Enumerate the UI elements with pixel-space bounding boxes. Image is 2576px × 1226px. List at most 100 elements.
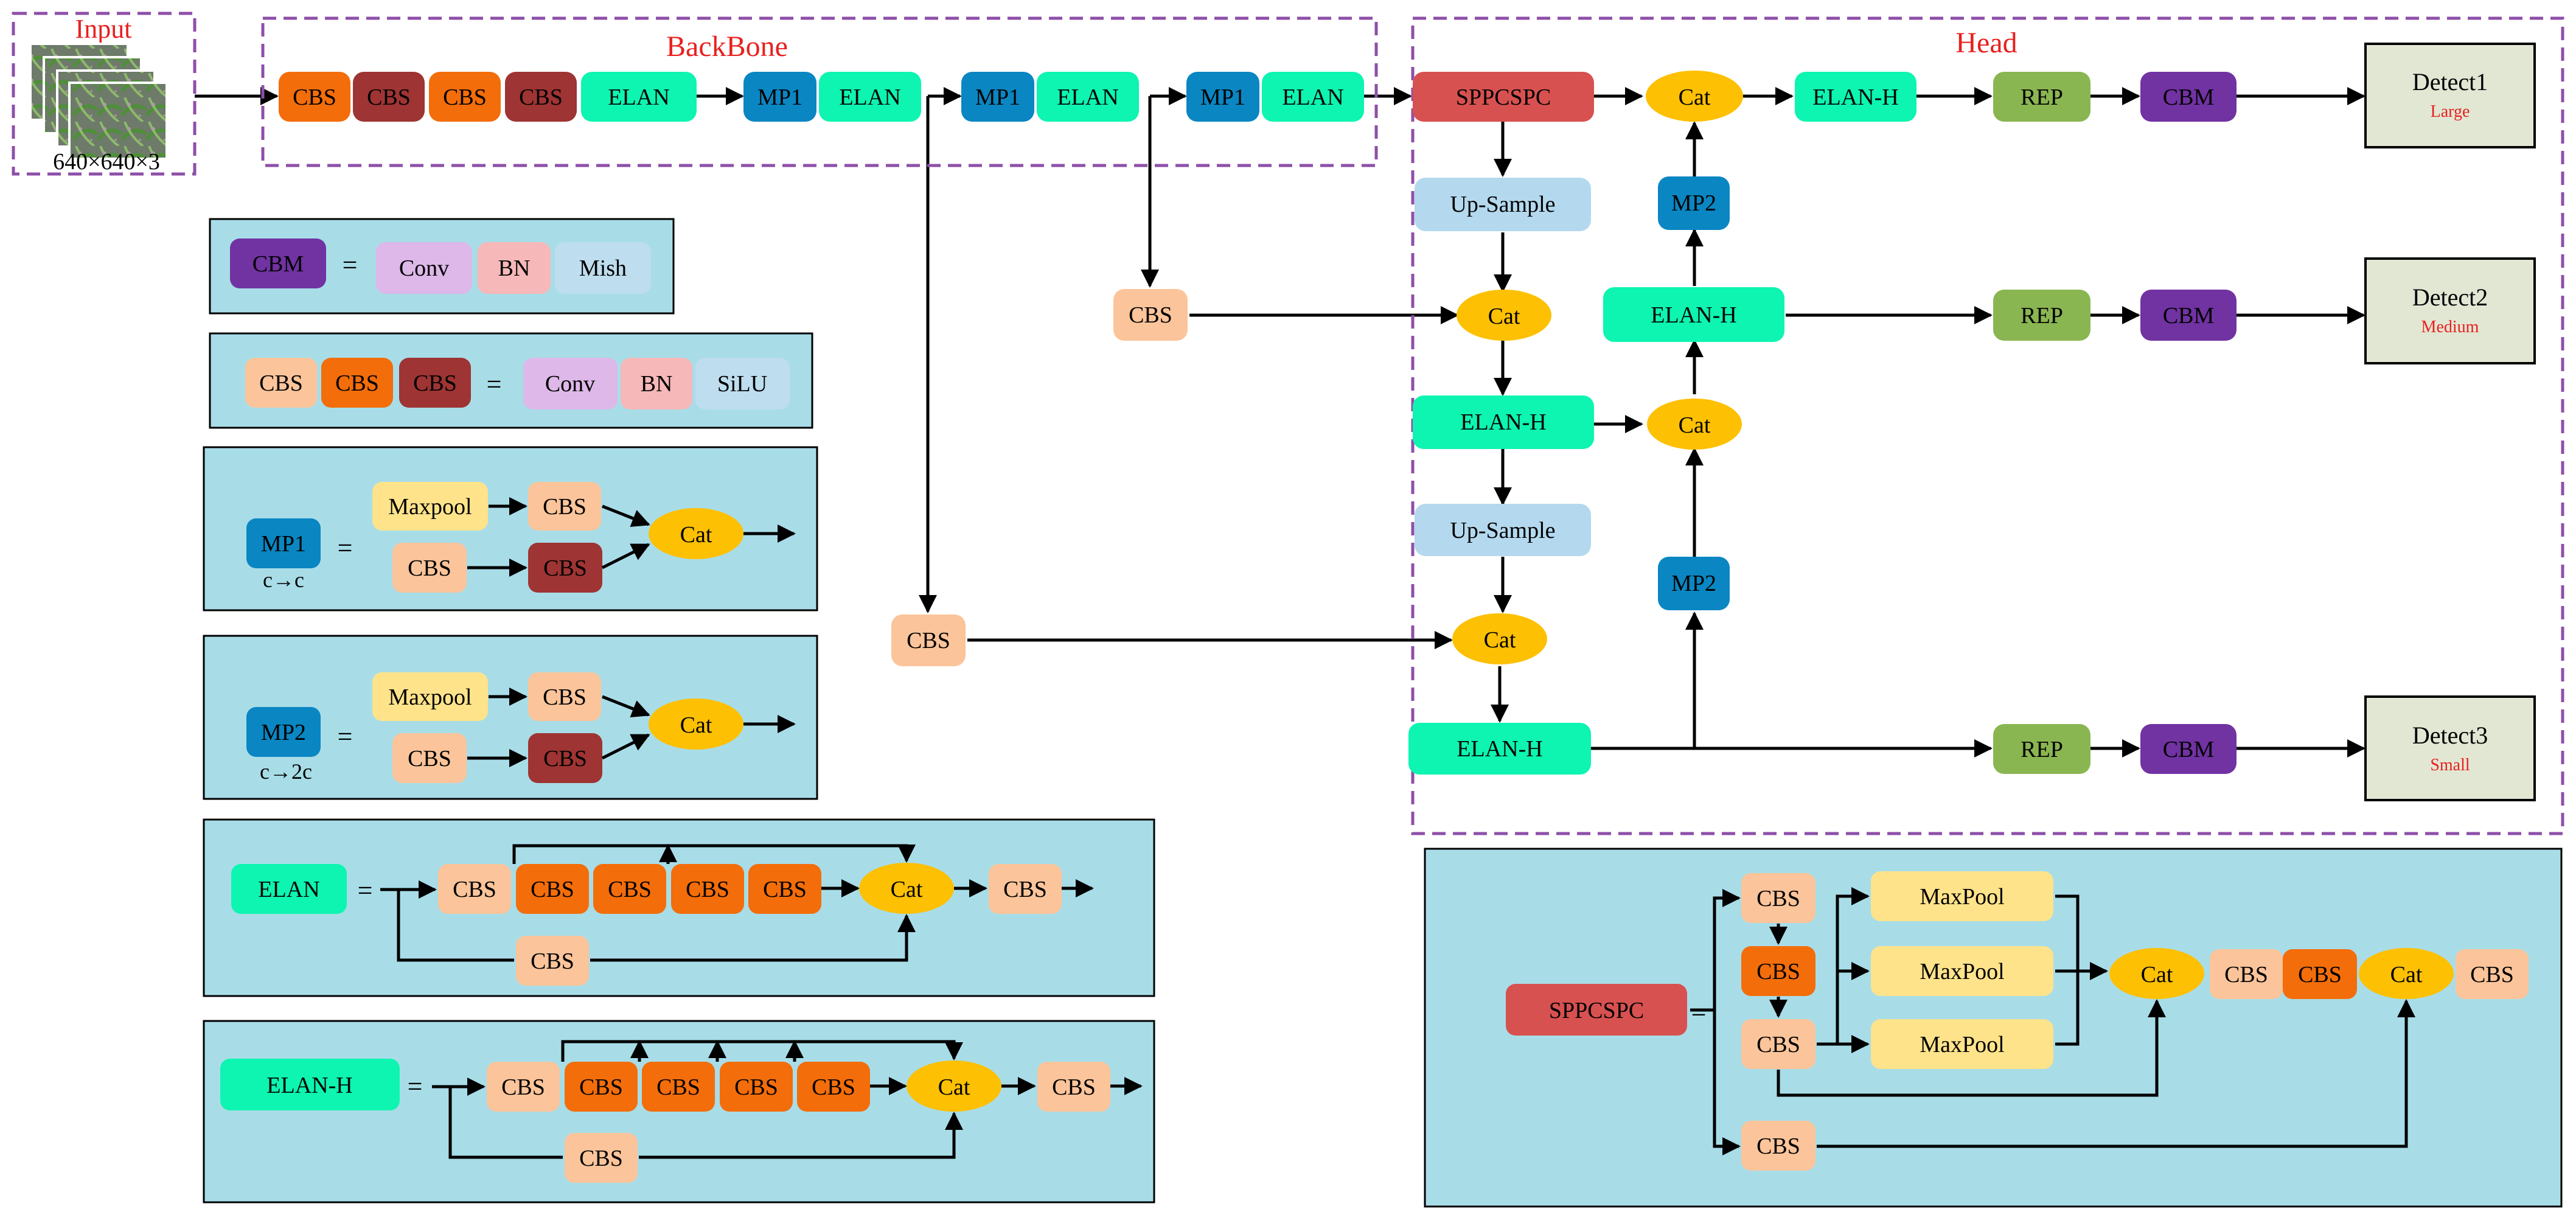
- detect-1-name: Detect1: [2412, 68, 2488, 96]
- head-mp2-lower: MP2: [1658, 557, 1730, 610]
- svg-text:BN: BN: [641, 371, 673, 397]
- svg-text:CBS: CBS: [656, 1074, 700, 1100]
- svg-text:=: =: [408, 1071, 423, 1101]
- head-mp2-upper: MP2: [1658, 176, 1730, 230]
- svg-text:ELAN: ELAN: [839, 85, 900, 110]
- detect-2-size: Medium: [2421, 318, 2479, 336]
- cbm-1: CBM: [2140, 72, 2237, 122]
- svg-text:CBM: CBM: [252, 251, 304, 277]
- svg-text:CBS: CBS: [579, 1146, 623, 1171]
- svg-text:CBS: CBS: [1003, 877, 1047, 902]
- backbone-row: CBS CBS CBS CBS ELAN MP1 ELAN MP1 ELAN M…: [279, 72, 1364, 122]
- svg-text:Maxpool: Maxpool: [388, 494, 472, 520]
- svg-text:CBS: CBS: [501, 1074, 545, 1100]
- head-cat-top: Cat: [1646, 71, 1743, 122]
- backbone-cbs-4: CBS: [505, 72, 577, 122]
- backbone-cbs-2: CBS: [353, 72, 425, 122]
- svg-text:MP1: MP1: [261, 531, 306, 557]
- backbone-region: [261, 16, 1378, 167]
- svg-text:CBS: CBS: [2298, 962, 2342, 987]
- backbone-elan-1: ELAN: [581, 72, 697, 122]
- head-elan-h-2: ELAN-H: [1408, 723, 1591, 775]
- head-elan-h-top: ELAN-H: [1795, 72, 1916, 122]
- svg-text:ELAN-H: ELAN-H: [1651, 302, 1736, 328]
- backbone-mp1-1: MP1: [743, 72, 816, 122]
- svg-text:REP: REP: [2021, 85, 2063, 110]
- svg-text:SPPCSPC: SPPCSPC: [1549, 998, 1644, 1023]
- backbone-mp1-3: MP1: [1186, 72, 1259, 122]
- legend-elan: ELAN = CBS CBS CBS CBS CBS Cat CBS CBS: [203, 818, 1155, 997]
- svg-text:CBS: CBS: [1756, 959, 1800, 984]
- svg-text:BN: BN: [498, 256, 531, 281]
- svg-text:CBS: CBS: [443, 85, 487, 110]
- svg-text:Cat: Cat: [1488, 304, 1520, 329]
- svg-text:MP2: MP2: [1671, 571, 1716, 596]
- rep-1: REP: [1993, 72, 2090, 122]
- cbm-3: CBM: [2140, 724, 2237, 774]
- svg-text:CBS: CBS: [531, 949, 574, 974]
- svg-text:SiLU: SiLU: [717, 371, 767, 397]
- svg-text:ELAN-H: ELAN-H: [266, 1073, 352, 1098]
- svg-text:CBS: CBS: [763, 877, 807, 902]
- head-title: Head: [1955, 27, 2017, 59]
- legend-mp1: MP1 c→c = Maxpool CBS CBS CBS Cat: [203, 446, 818, 611]
- svg-text:=: =: [338, 722, 353, 751]
- svg-text:CBS: CBS: [453, 877, 496, 902]
- svg-text:CBS: CBS: [335, 371, 379, 396]
- svg-text:SPPCSPC: SPPCSPC: [1456, 85, 1551, 110]
- svg-text:c→2c: c→2c: [260, 759, 312, 784]
- legend-cbm: CBM = Conv BN Mish: [209, 218, 675, 315]
- backbone-mp1-2: MP1: [961, 72, 1034, 122]
- svg-text:CBS: CBS: [408, 556, 451, 581]
- svg-text:CBS: CBS: [367, 85, 411, 110]
- lateral-cbs-lower: CBS: [891, 615, 966, 666]
- svg-text:CBS: CBS: [1129, 302, 1172, 328]
- svg-text:=: =: [343, 250, 358, 280]
- svg-text:Up-Sample: Up-Sample: [1450, 192, 1555, 217]
- svg-text:CBS: CBS: [519, 85, 563, 110]
- svg-text:Up-Sample: Up-Sample: [1450, 518, 1555, 543]
- detect-1-size: Large: [2431, 102, 2470, 121]
- svg-text:CBS: CBS: [2470, 962, 2514, 987]
- svg-text:CBS: CBS: [734, 1074, 778, 1100]
- cbm-2: CBM: [2140, 290, 2237, 341]
- svg-text:MP2: MP2: [1671, 190, 1716, 216]
- svg-text:CBS: CBS: [259, 371, 303, 396]
- connectors: [195, 87, 2365, 758]
- head-upsample-2: Up-Sample: [1415, 504, 1591, 556]
- rep-2: REP: [1993, 290, 2090, 341]
- svg-text:MaxPool: MaxPool: [1920, 959, 2004, 984]
- svg-text:ELAN-H: ELAN-H: [1460, 409, 1546, 435]
- svg-text:ELAN-H: ELAN-H: [1812, 85, 1898, 110]
- legend-elan-h: ELAN-H = CBS CBS CBS CBS CBS Cat CBS CBS: [203, 1020, 1155, 1203]
- detect-3-name: Detect3: [2412, 722, 2488, 749]
- svg-text:CBS: CBS: [293, 85, 336, 110]
- svg-text:CBS: CBS: [608, 877, 652, 902]
- svg-text:Cat: Cat: [1484, 627, 1516, 653]
- svg-text:=: =: [1691, 997, 1707, 1027]
- svg-text:ELAN-H: ELAN-H: [1457, 736, 1542, 762]
- detect-2-name: Detect2: [2412, 284, 2488, 311]
- head-elan-h-1: ELAN-H: [1413, 395, 1594, 449]
- backbone-title: BackBone: [666, 30, 788, 63]
- head-nodes: SPPCSPC Up-Sample Cat ELAN-H Up-Sample C…: [1408, 71, 2237, 775]
- svg-text:Conv: Conv: [545, 371, 595, 397]
- svg-text:CBS: CBS: [1756, 1134, 1800, 1159]
- input-image-stack: [29, 43, 168, 160]
- head-upsample-1: Up-Sample: [1415, 178, 1591, 231]
- svg-text:ELAN: ELAN: [608, 85, 669, 110]
- svg-text:Cat: Cat: [2141, 962, 2173, 987]
- rep-3: REP: [1993, 724, 2090, 774]
- svg-text:CBS: CBS: [812, 1074, 855, 1100]
- head-cat-mid: Cat: [1647, 399, 1742, 450]
- svg-text:CBM: CBM: [2163, 737, 2214, 762]
- svg-text:c→c: c→c: [263, 568, 304, 592]
- backbone-cbs-1: CBS: [279, 72, 350, 122]
- svg-text:CBS: CBS: [543, 556, 587, 581]
- svg-text:Cat: Cat: [2390, 962, 2423, 987]
- backbone-cbs-3: CBS: [429, 72, 501, 122]
- svg-text:REP: REP: [2021, 737, 2063, 762]
- svg-text:CBS: CBS: [907, 628, 950, 653]
- svg-text:Cat: Cat: [938, 1074, 970, 1100]
